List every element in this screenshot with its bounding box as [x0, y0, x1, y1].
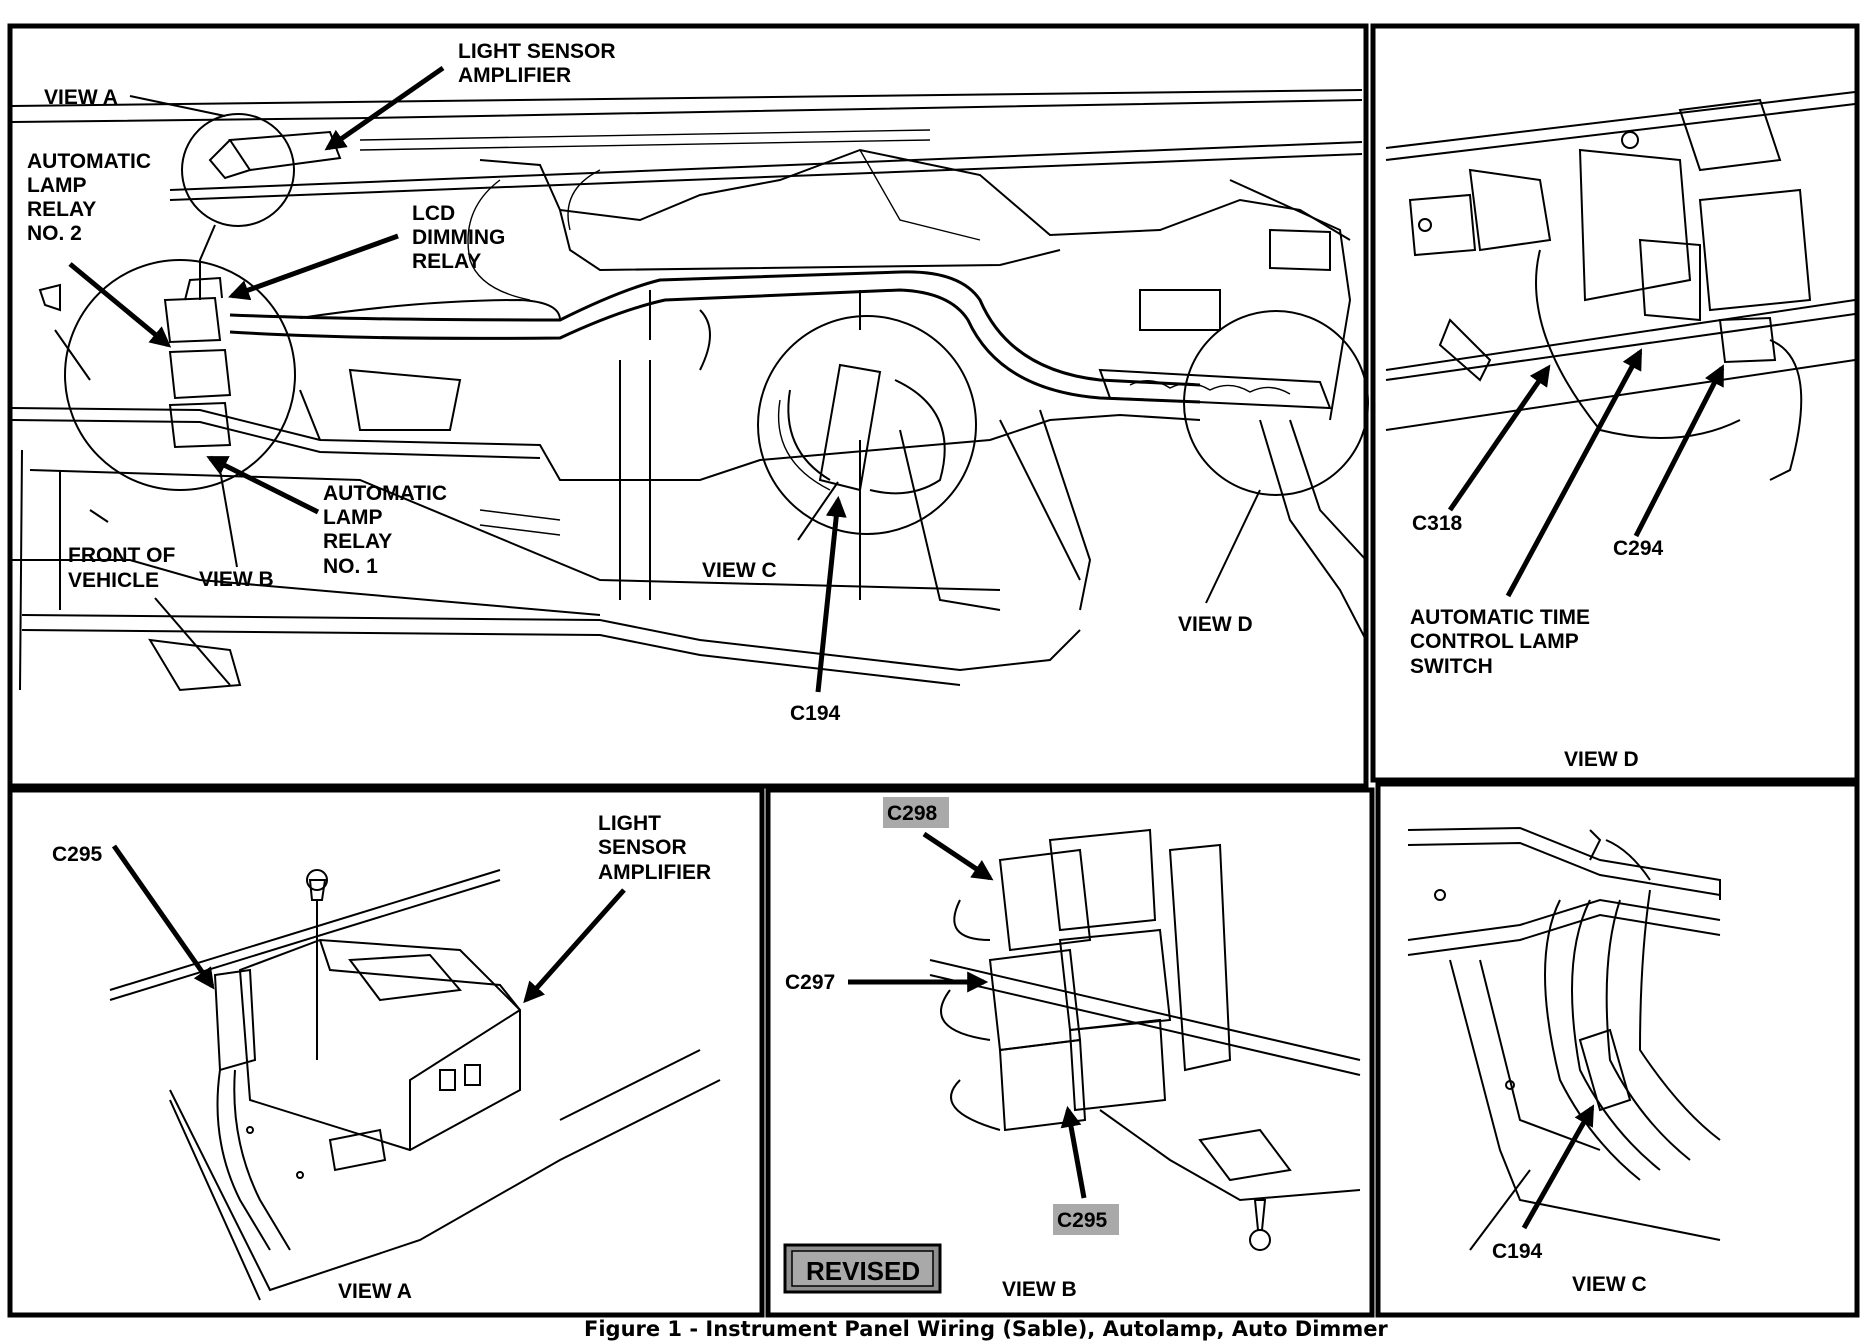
automatic-time-control-lamp-switch-label: AUTOMATIC TIME CONTROL LAMP SWITCH	[1410, 606, 1596, 678]
view-b-label: VIEW B	[199, 568, 274, 591]
c297-label: C297	[785, 971, 835, 994]
panel-frames	[7, 23, 1860, 1318]
c194-label: C194	[790, 702, 841, 725]
view-d-title: VIEW D	[1564, 748, 1639, 771]
view-b-c295-label: C295	[1057, 1209, 1108, 1232]
view-b-title: VIEW B	[1002, 1278, 1077, 1301]
c294-label: C294	[1613, 537, 1664, 560]
view-c-label: VIEW C	[702, 559, 777, 582]
main-view-artwork	[11, 89, 1369, 692]
c298-highlight	[883, 797, 949, 828]
front-of-vehicle-label: FRONT OF VEHICLE	[68, 544, 181, 592]
view-a-label: VIEW A	[44, 86, 118, 109]
view-b-labels: C298 C297 C295 REVISED VIEW B	[783, 797, 1119, 1301]
view-a-light-sensor-amplifier-label: LIGHT SENSOR AMPLIFIER	[598, 812, 711, 884]
view-a-artwork	[109, 869, 721, 1301]
view-c-artwork	[1407, 826, 1721, 1251]
main-view-leaders	[68, 65, 1261, 693]
c295-highlight	[1053, 1204, 1119, 1235]
c298-label: C298	[887, 802, 938, 825]
view-b-leaders	[848, 831, 1087, 1199]
view-a-c295-label: C295	[52, 843, 103, 866]
view-b-artwork	[929, 828, 1361, 1251]
view-c-title: VIEW C	[1572, 1273, 1647, 1296]
view-a-labels: C295 LIGHT SENSOR AMPLIFIER VIEW A	[52, 812, 711, 1303]
view-d-labels: C318 C294 AUTOMATIC TIME CONTROL LAMP SW…	[1410, 512, 1664, 771]
view-a-leaders	[111, 844, 626, 1004]
view-a-title: VIEW A	[338, 1280, 412, 1303]
view-d-artwork	[1385, 91, 1856, 481]
revised-badge-text: REVISED	[806, 1256, 920, 1286]
view-c-leaders	[1521, 1104, 1595, 1230]
main-view-labels: VIEW A LIGHT SENSOR AMPLIFIER AUTOMATIC …	[27, 40, 1253, 725]
c318-label: C318	[1412, 512, 1463, 535]
view-d-label: VIEW D	[1178, 613, 1253, 636]
revised-badge: REVISED	[783, 1243, 942, 1294]
automatic-lamp-relay-2-label: AUTOMATIC LAMP RELAY NO. 2	[27, 150, 157, 245]
view-c-labels: C194 VIEW C	[1492, 1240, 1647, 1296]
lcd-dimming-relay-label: LCD DIMMING RELAY	[412, 202, 511, 273]
light-sensor-amplifier-label: LIGHT SENSOR AMPLIFIER	[458, 40, 621, 87]
automatic-lamp-relay-1-label: AUTOMATIC LAMP RELAY NO. 1	[323, 482, 453, 578]
view-d-leaders	[1447, 348, 1725, 598]
figure-caption: Figure 1 - Instrument Panel Wiring (Sabl…	[584, 1317, 1388, 1341]
view-c-c194-label: C194	[1492, 1240, 1543, 1263]
